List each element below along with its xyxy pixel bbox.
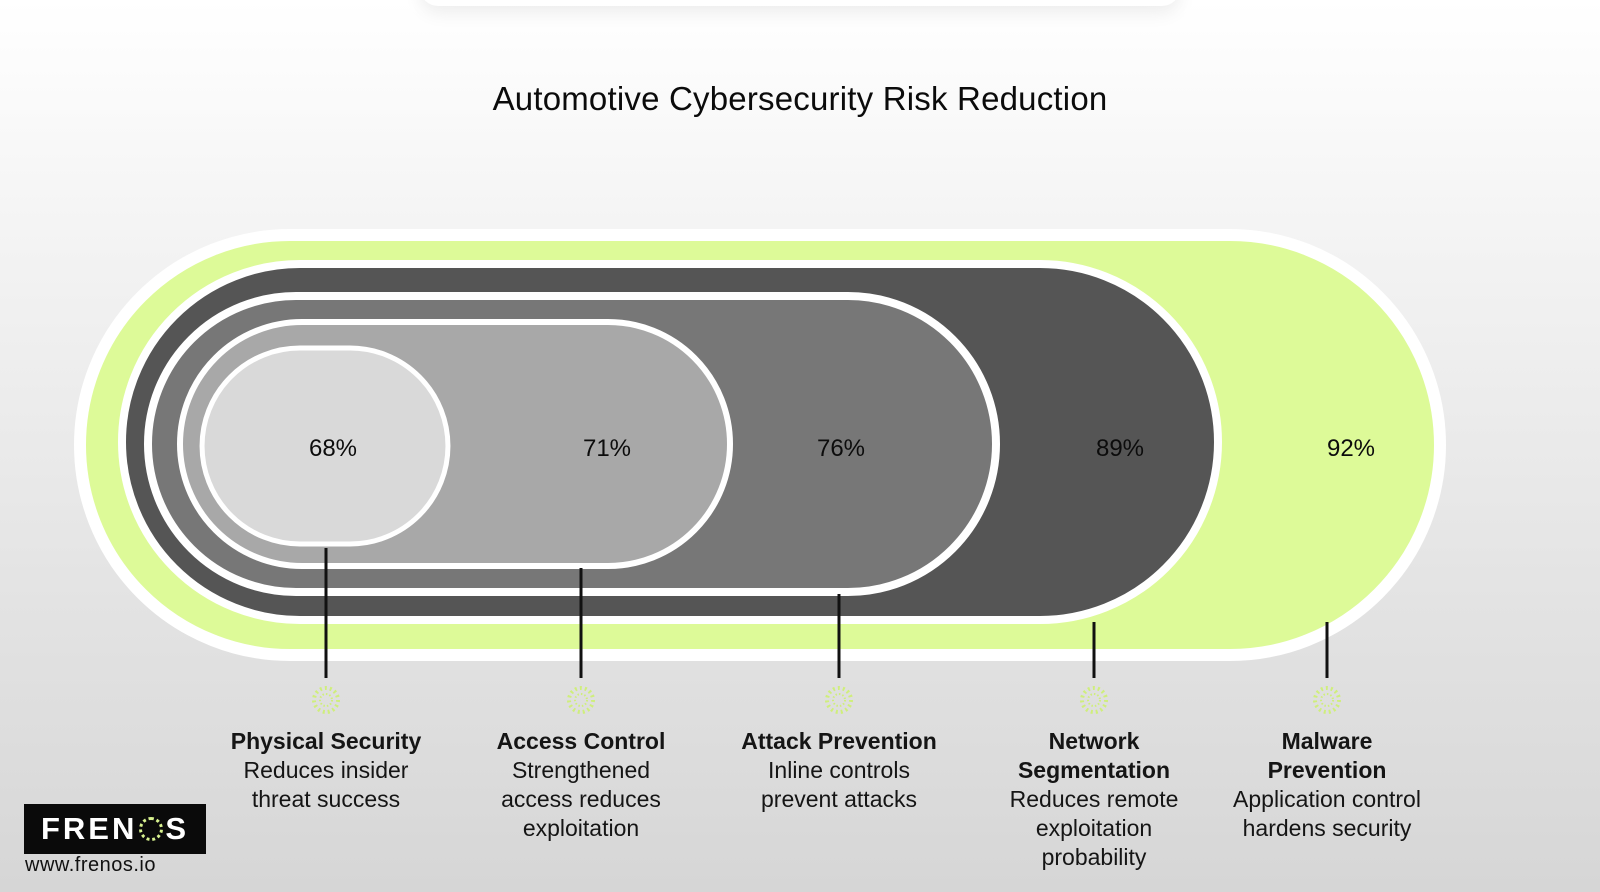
ring-icon-physical-security: [312, 686, 340, 714]
label-attack-prevention: Attack Prevention Inline controls preven…: [724, 727, 954, 814]
label-physical-security: Physical Security Reduces insider threat…: [211, 727, 441, 814]
percent-access-control: 71%: [583, 435, 631, 462]
label-description: Reduces insider threat success: [243, 757, 409, 812]
label-description: Strengthened access reduces exploitation: [501, 757, 661, 841]
layer-physical-security: [199, 345, 451, 547]
label-description: Application control hardens security: [1233, 786, 1421, 841]
label-title: Network Segmentation: [1017, 728, 1171, 783]
top-card-shadow: [420, 0, 1180, 6]
percent-physical-security: 68%: [309, 435, 357, 462]
ring-icon-attack-prevention: [825, 686, 853, 714]
frenos-logo: FREN S: [24, 804, 206, 854]
percent-malware-prevention: 92%: [1327, 435, 1375, 462]
label-title: Malware Prevention: [1267, 728, 1387, 783]
label-title: Physical Security: [230, 728, 422, 754]
ring-icon-malware-prevention: [1313, 686, 1341, 714]
label-malware-prevention: Malware Prevention Application control h…: [1212, 727, 1442, 843]
logo-text-right: S: [165, 811, 190, 846]
page-title: Automotive Cybersecurity Risk Reduction: [492, 80, 1108, 117]
logo-text-left: FREN: [40, 811, 138, 846]
percent-network-segmentation: 89%: [1096, 435, 1144, 462]
percent-attack-prevention: 76%: [817, 435, 865, 462]
ring-icon-network-segmentation: [1080, 686, 1108, 714]
label-access-control: Access Control Strengthened access reduc…: [466, 727, 696, 843]
logo-ring-icon: [139, 817, 164, 841]
ring-icon-access-control: [567, 686, 595, 714]
website-link[interactable]: www.frenos.io: [25, 854, 156, 876]
label-title: Attack Prevention: [741, 728, 937, 754]
label-network-segmentation: Network Segmentation Reduces remote expl…: [979, 727, 1209, 872]
label-title: Access Control: [496, 728, 666, 754]
label-description: Inline controls prevent attacks: [761, 757, 917, 812]
label-description: Reduces remote exploitation probability: [1009, 786, 1179, 870]
